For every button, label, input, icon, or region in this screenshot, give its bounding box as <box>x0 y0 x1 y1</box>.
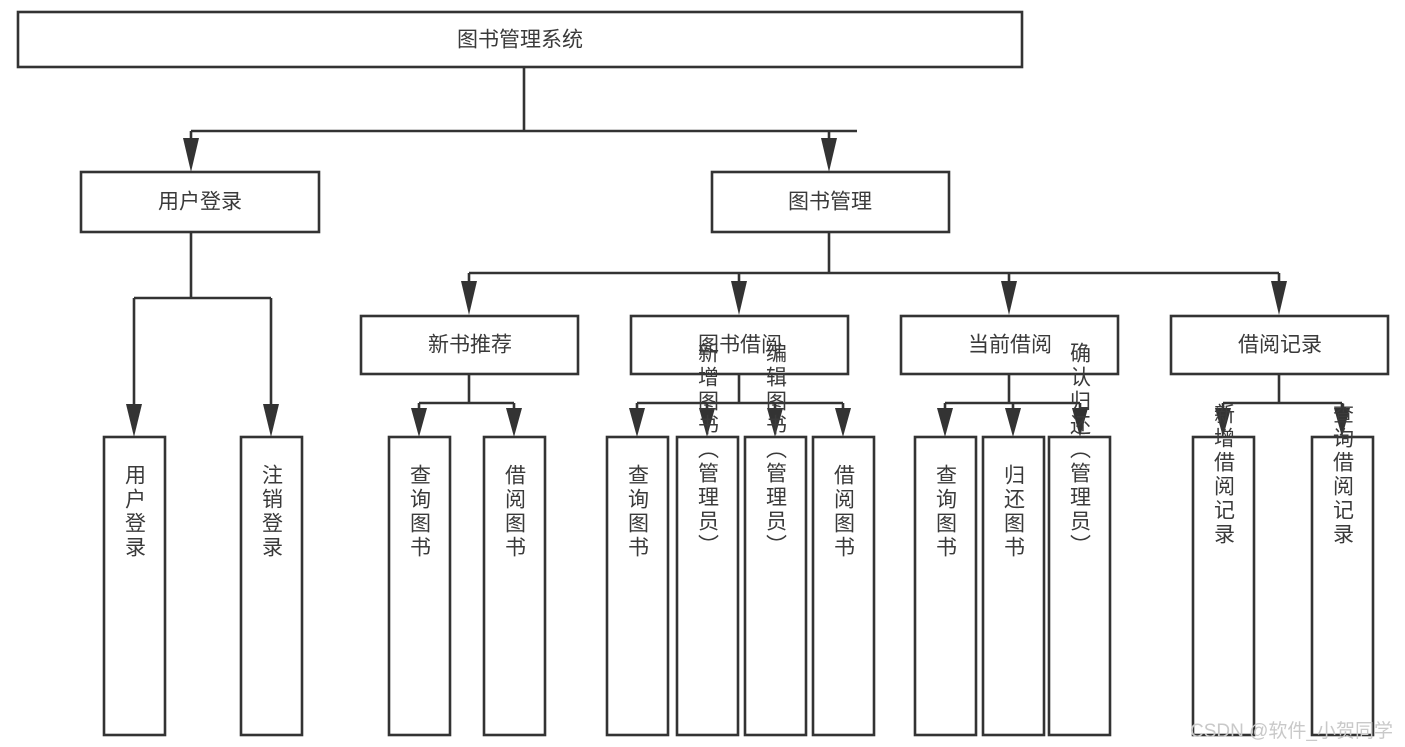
node-leaf-borrow-book-2-label: 借阅图书 <box>832 464 856 560</box>
node-current-borrow[interactable]: 当前借阅 <box>899 314 1120 376</box>
connector-bookmanage-to-level2 <box>461 232 1287 315</box>
node-leaf-confirm-return[interactable]: 确认归还（管理员） <box>1047 342 1112 737</box>
node-leaf-edit-book-box[interactable] <box>743 435 808 737</box>
node-borrow-record-box[interactable] <box>1169 314 1390 376</box>
node-leaf-add-record-label: 新增借阅记录 <box>1212 403 1236 547</box>
node-current-borrow-box[interactable] <box>899 314 1120 376</box>
node-leaf-confirm-return-label: 确认归还（管理员） <box>1068 342 1092 558</box>
arrow-head-icon <box>1215 408 1231 437</box>
node-current-borrow-label: 当前借阅 <box>968 334 1052 357</box>
arrow-head-icon <box>506 408 522 437</box>
node-leaf-confirm-return-box[interactable] <box>1047 435 1112 737</box>
node-leaf-borrow-book-1-box[interactable] <box>482 435 547 737</box>
arrow-head-icon <box>1005 408 1021 437</box>
node-leaf-return-book-label: 归还图书 <box>1002 464 1026 560</box>
node-leaf-add-book-label: 新增图书（管理员） <box>696 342 720 558</box>
node-leaf-query-record-box[interactable] <box>1310 435 1375 737</box>
arrow-head-icon <box>835 408 851 437</box>
node-leaf-user-logout[interactable]: 注销登录 <box>239 435 304 737</box>
arrow-head-icon <box>821 138 837 172</box>
node-leaf-user-logout-label: 注销登录 <box>260 464 284 560</box>
node-leaf-user-login[interactable]: 用户登录 <box>102 435 167 737</box>
node-leaf-query-book-3-box[interactable] <box>913 435 978 737</box>
node-leaf-query-book-1[interactable]: 查询图书 <box>387 435 452 737</box>
node-leaf-query-book-3-label: 查询图书 <box>934 464 958 560</box>
node-leaf-add-book[interactable]: 新增图书（管理员） <box>675 342 740 737</box>
node-leaf-borrow-book-2[interactable]: 借阅图书 <box>811 435 876 737</box>
node-leaf-add-book-box[interactable] <box>675 435 740 737</box>
arrow-head-icon <box>767 408 783 437</box>
node-user-login-box[interactable] <box>79 170 321 234</box>
node-book-manage-label: 图书管理 <box>788 191 872 214</box>
node-leaf-query-book-1-box[interactable] <box>387 435 452 737</box>
node-leaf-query-book-3[interactable]: 查询图书 <box>913 435 978 737</box>
node-book-borrow-label: 图书借阅 <box>698 334 782 357</box>
node-new-book-rec-box[interactable] <box>359 314 580 376</box>
node-new-book-rec-label: 新书推荐 <box>428 334 512 357</box>
arrow-head-icon <box>1334 408 1350 437</box>
node-user-login-label: 用户登录 <box>158 191 242 214</box>
arrow-head-icon <box>263 404 279 437</box>
node-leaf-query-book-2[interactable]: 查询图书 <box>605 435 670 737</box>
node-leaf-add-record[interactable]: 新增借阅记录 <box>1191 403 1256 737</box>
connector-borrowrecord-to-leaves <box>1215 375 1350 437</box>
arrow-head-icon <box>1271 281 1287 315</box>
node-root-label: 图书管理系统 <box>457 29 583 52</box>
node-leaf-return-book-box[interactable] <box>981 435 1046 737</box>
node-new-book-rec[interactable]: 新书推荐 <box>359 314 580 376</box>
node-leaf-user-login-label: 用户登录 <box>123 464 147 560</box>
node-user-login[interactable]: 用户登录 <box>79 170 321 234</box>
node-leaf-return-book[interactable]: 归还图书 <box>981 435 1046 737</box>
node-leaf-borrow-book-1-label: 借阅图书 <box>503 464 527 560</box>
node-book-borrow-box[interactable] <box>629 314 850 376</box>
arrow-head-icon <box>126 404 142 437</box>
node-leaf-query-book-2-box[interactable] <box>605 435 670 737</box>
node-leaf-query-book-2-label: 查询图书 <box>626 464 650 560</box>
connector-root-to-level1 <box>183 67 857 172</box>
arrow-head-icon <box>699 408 715 437</box>
node-book-manage[interactable]: 图书管理 <box>710 170 951 234</box>
arrow-head-icon <box>461 281 477 315</box>
node-leaf-add-record-box[interactable] <box>1191 435 1256 737</box>
node-root-box[interactable] <box>16 10 1024 69</box>
connector-bookborrow-to-leaves <box>629 375 851 437</box>
node-leaf-edit-book-label: 编辑图书（管理员） <box>764 342 788 558</box>
connector-userlogin-to-leaves <box>126 232 279 437</box>
node-leaf-borrow-book-1[interactable]: 借阅图书 <box>482 435 547 737</box>
node-book-borrow[interactable]: 图书借阅 <box>629 314 850 376</box>
node-borrow-record-label: 借阅记录 <box>1238 334 1322 357</box>
connector-currentborrow-to-leaves <box>937 375 1088 437</box>
node-leaf-query-record-label: 查询借阅记录 <box>1331 403 1355 547</box>
node-leaf-user-logout-box[interactable] <box>239 435 304 737</box>
arrow-head-icon <box>183 138 199 172</box>
node-leaf-edit-book[interactable]: 编辑图书（管理员） <box>743 342 808 737</box>
node-leaf-user-login-box[interactable] <box>102 435 167 737</box>
arrow-head-icon <box>1001 281 1017 315</box>
node-book-manage-box[interactable] <box>710 170 951 234</box>
node-leaf-query-record[interactable]: 查询借阅记录 <box>1310 403 1375 737</box>
arrow-head-icon <box>1072 408 1088 437</box>
node-root[interactable]: 图书管理系统 <box>16 10 1024 69</box>
arrow-head-icon <box>731 281 747 315</box>
node-leaf-borrow-book-2-box[interactable] <box>811 435 876 737</box>
arrow-head-icon <box>411 408 427 437</box>
arrow-head-icon <box>629 408 645 437</box>
connector-newbook-to-leaves <box>411 375 522 437</box>
arrow-head-icon <box>937 408 953 437</box>
node-borrow-record[interactable]: 借阅记录 <box>1169 314 1390 376</box>
node-leaf-query-book-1-label: 查询图书 <box>408 464 432 560</box>
